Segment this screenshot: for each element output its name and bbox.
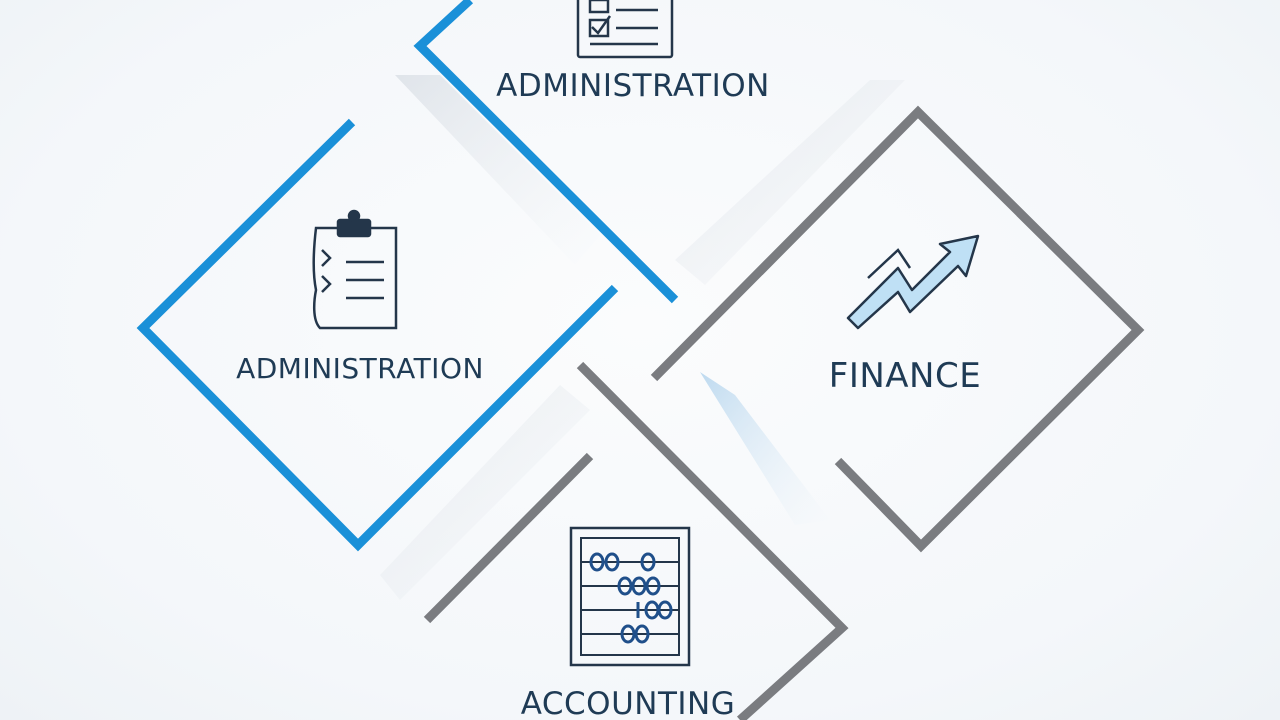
shade-band-lower-left: [380, 385, 590, 600]
clipboard-icon: [312, 209, 398, 330]
shading-bands: [380, 75, 905, 600]
node-label-top: ADMINISTRATION: [496, 68, 770, 104]
diamond-frame-bottom-left: [423, 452, 594, 624]
shade-band-center-blue: [700, 372, 830, 525]
diamond-frame-left: [136, 118, 619, 552]
abacus-icon: [569, 526, 691, 667]
checklist-icon: [576, 0, 674, 59]
node-label-right: FINANCE: [828, 356, 982, 396]
node-label-bottom: ACCOUNTING: [520, 686, 736, 720]
diamond-frame-top: [413, 0, 679, 304]
diamond-frame-right: [650, 105, 1145, 553]
shade-band-top: [395, 75, 600, 265]
shade-band-upper-right: [675, 80, 905, 285]
node-label-left: ADMINISTRATION: [236, 352, 484, 385]
diamond-frame-bottom-right: [576, 361, 849, 720]
trend-arrow-icon: [846, 234, 980, 330]
